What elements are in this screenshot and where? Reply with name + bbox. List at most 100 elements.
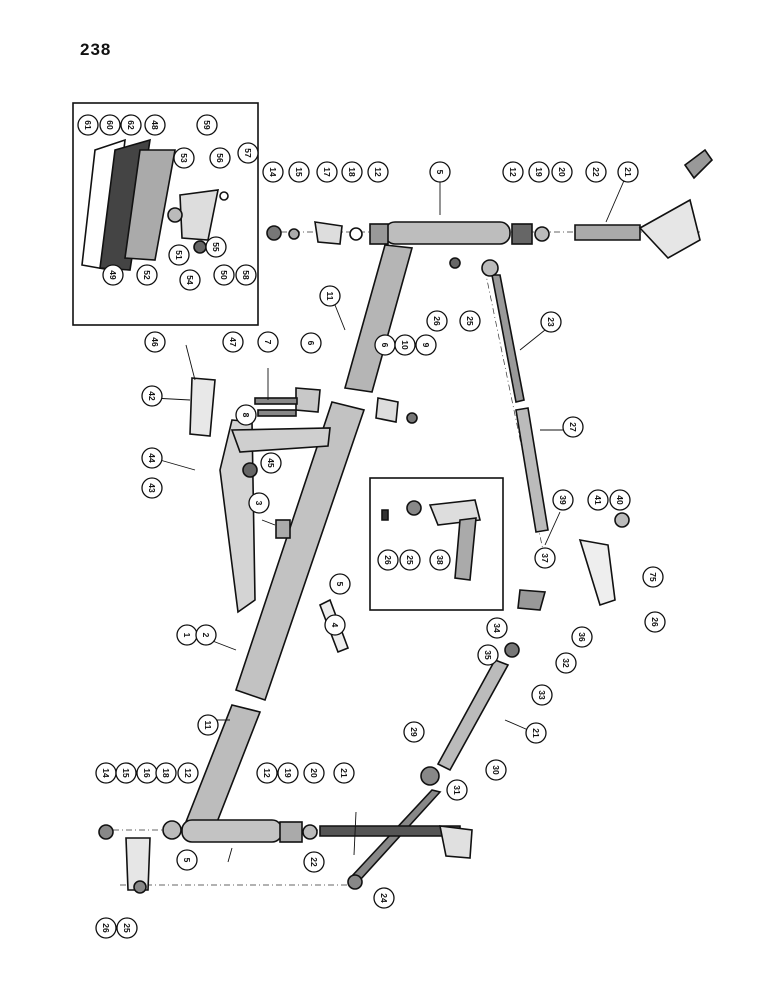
callout-44: 44 [141, 447, 163, 469]
callout-16: 16 [136, 762, 158, 784]
callout-number: 75 [648, 572, 658, 582]
callout-1: 1 [176, 624, 198, 646]
callout-number: 30 [491, 765, 501, 775]
callout-25: 25 [116, 917, 138, 939]
callout-number: 37 [540, 553, 550, 563]
callout-number: 53 [179, 153, 189, 163]
callout-number: 36 [577, 632, 587, 642]
callout-number: 54 [185, 275, 195, 285]
callout-number: 40 [615, 495, 625, 505]
callout-15: 15 [115, 762, 137, 784]
callout-14: 14 [262, 161, 284, 183]
callout-number: 44 [147, 453, 157, 463]
callout-number: 25 [465, 316, 475, 326]
callout-7: 7 [257, 331, 279, 353]
callout-number: 14 [101, 768, 111, 778]
callout-number: 20 [557, 167, 567, 177]
callout-number: 4 [330, 623, 340, 628]
callout-25: 25 [399, 549, 421, 571]
callout-2: 2 [195, 624, 217, 646]
callout-number: 56 [215, 153, 225, 163]
callout-number: 58 [241, 270, 251, 280]
callout-number: 29 [409, 727, 419, 737]
callout-26: 26 [95, 917, 117, 939]
callout-58: 58 [235, 264, 257, 286]
callout-number: 12 [262, 768, 272, 778]
callout-number: 47 [228, 337, 238, 347]
callout-25: 25 [459, 310, 481, 332]
callout-number: 33 [537, 690, 547, 700]
callout-number: 46 [150, 337, 160, 347]
callout-48: 48 [144, 114, 166, 136]
callout-number: 62 [126, 120, 136, 130]
callout-number: 18 [161, 768, 171, 778]
callout-number: 5 [335, 582, 345, 587]
callout-number: 6 [380, 343, 390, 348]
callout-number: 26 [101, 923, 111, 933]
callout-40: 40 [609, 489, 631, 511]
callout-number: 11 [203, 721, 213, 730]
callout-5: 5 [176, 849, 198, 871]
callout-number: 24 [379, 893, 389, 903]
callout-number: 19 [534, 167, 544, 177]
callout-number: 27 [568, 422, 578, 432]
callout-number: 48 [150, 120, 160, 130]
callout-32: 32 [555, 652, 577, 674]
callout-number: 17 [322, 167, 332, 177]
callout-12: 12 [256, 762, 278, 784]
callout-number: 50 [219, 270, 229, 280]
callout-number: 25 [405, 555, 415, 565]
callout-number: 23 [546, 317, 556, 327]
callout-number: 26 [650, 617, 660, 627]
callout-37: 37 [534, 547, 556, 569]
callout-41: 41 [587, 489, 609, 511]
callout-10: 10 [394, 334, 416, 356]
callout-number: 21 [623, 167, 633, 177]
callout-21: 21 [525, 722, 547, 744]
inset-pitman-parts [81, 138, 229, 271]
callout-43: 43 [141, 477, 163, 499]
callout-18: 18 [155, 762, 177, 784]
callout-21: 21 [617, 161, 639, 183]
callout-number: 39 [558, 495, 568, 505]
callout-number: 55 [211, 242, 221, 252]
callout-number: 49 [108, 270, 118, 280]
callout-27: 27 [562, 416, 584, 438]
callout-11: 11 [319, 285, 341, 307]
callout-number: 59 [202, 120, 212, 130]
tie-rod-centerline [484, 269, 546, 561]
callout-52: 52 [136, 264, 158, 286]
callout-26: 26 [377, 549, 399, 571]
callout-42: 42 [141, 385, 163, 407]
callout-17: 17 [316, 161, 338, 183]
callout-11: 11 [197, 714, 219, 736]
callout-number: 10 [400, 340, 410, 350]
callout-38: 38 [429, 549, 451, 571]
callout-6: 6 [374, 334, 396, 356]
inset-box-tie-rod-end [369, 477, 504, 611]
callout-number: 8 [241, 413, 251, 418]
callout-49: 49 [102, 264, 124, 286]
callout-number: 5 [435, 170, 445, 175]
callout-55: 55 [205, 236, 227, 258]
callout-22: 22 [303, 851, 325, 873]
callout-number: 14 [268, 167, 278, 177]
inset-box-pitman-arm [72, 102, 259, 326]
callout-26: 26 [426, 310, 448, 332]
callout-19: 19 [528, 161, 550, 183]
callout-number: 26 [383, 555, 393, 565]
callout-number: 7 [263, 340, 273, 345]
callout-number: 34 [492, 623, 502, 633]
callout-6: 6 [300, 332, 322, 354]
callout-51: 51 [168, 244, 190, 266]
callout-number: 31 [452, 785, 462, 795]
callout-36: 36 [571, 626, 593, 648]
callout-number: 15 [294, 167, 304, 177]
callout-number: 2 [201, 633, 211, 638]
callout-number: 25 [122, 923, 132, 933]
callout-number: 12 [508, 167, 518, 177]
callout-18: 18 [341, 161, 363, 183]
callout-12: 12 [177, 762, 199, 784]
callout-number: 45 [266, 458, 276, 468]
